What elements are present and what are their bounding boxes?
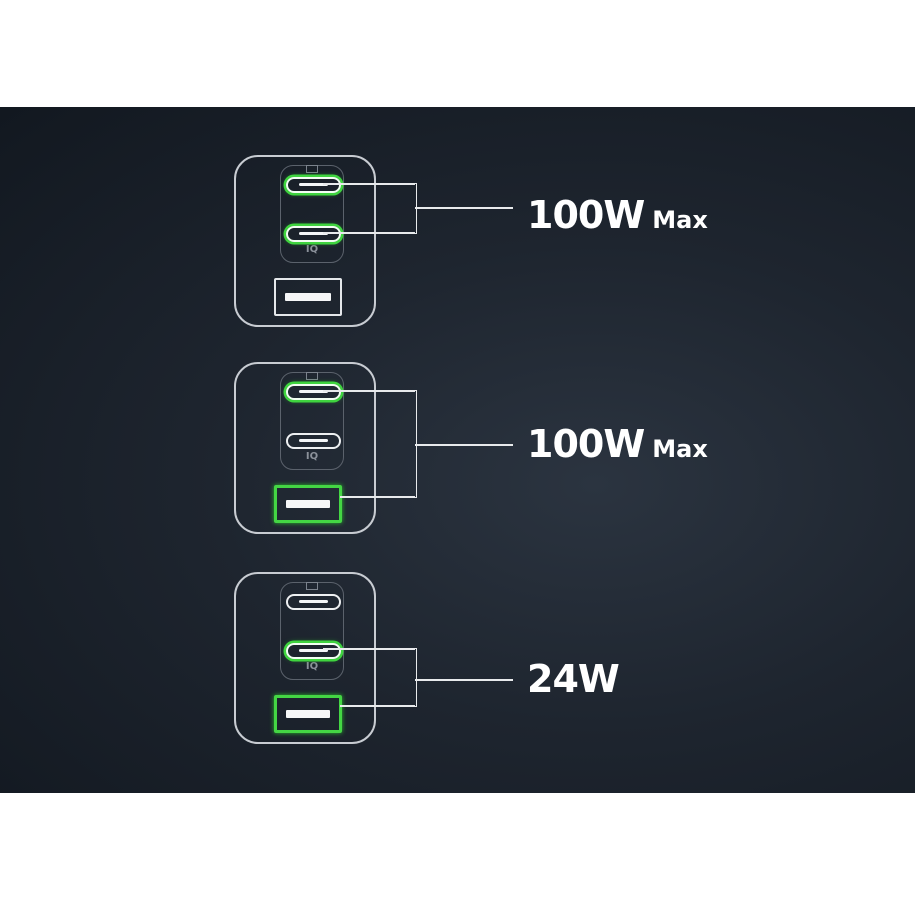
power-suffix: Max bbox=[652, 206, 708, 234]
power-suffix: Max bbox=[652, 435, 708, 463]
charger-icon: IQ bbox=[234, 155, 376, 327]
power-label: 24W bbox=[527, 657, 627, 701]
power-value: 24W bbox=[527, 657, 620, 701]
charger-icon: IQ bbox=[234, 362, 376, 534]
bracket bbox=[413, 648, 417, 707]
usb-c-port-icon bbox=[286, 177, 341, 193]
connector-line bbox=[340, 705, 415, 707]
notch-icon bbox=[306, 372, 318, 380]
port-face: IQ bbox=[280, 582, 344, 680]
iq-mark: IQ bbox=[305, 451, 319, 462]
port-face: IQ bbox=[280, 165, 344, 263]
connector-line bbox=[323, 232, 415, 234]
connector-line bbox=[323, 648, 415, 650]
port-face: IQ bbox=[280, 372, 344, 470]
connector-line bbox=[323, 390, 415, 392]
usb-c-port-icon bbox=[286, 226, 341, 242]
power-value: 100W bbox=[527, 422, 645, 466]
leader-line bbox=[415, 444, 513, 446]
leader-line bbox=[415, 207, 513, 209]
usb-a-port-icon bbox=[274, 485, 342, 523]
charger-icon: IQ bbox=[234, 572, 376, 744]
leader-line bbox=[415, 679, 513, 681]
iq-mark: IQ bbox=[305, 661, 319, 672]
connector-line bbox=[323, 183, 415, 185]
notch-icon bbox=[306, 582, 318, 590]
usb-c-port-icon bbox=[286, 594, 341, 610]
usb-c-port-icon bbox=[286, 433, 341, 449]
power-value: 100W bbox=[527, 193, 645, 237]
connector-line bbox=[340, 496, 415, 498]
usb-a-port-icon bbox=[274, 278, 342, 316]
usb-c-port-icon bbox=[286, 643, 341, 659]
notch-icon bbox=[306, 165, 318, 173]
usb-a-port-icon bbox=[274, 695, 342, 733]
usb-c-port-icon bbox=[286, 384, 341, 400]
iq-mark: IQ bbox=[305, 244, 319, 255]
